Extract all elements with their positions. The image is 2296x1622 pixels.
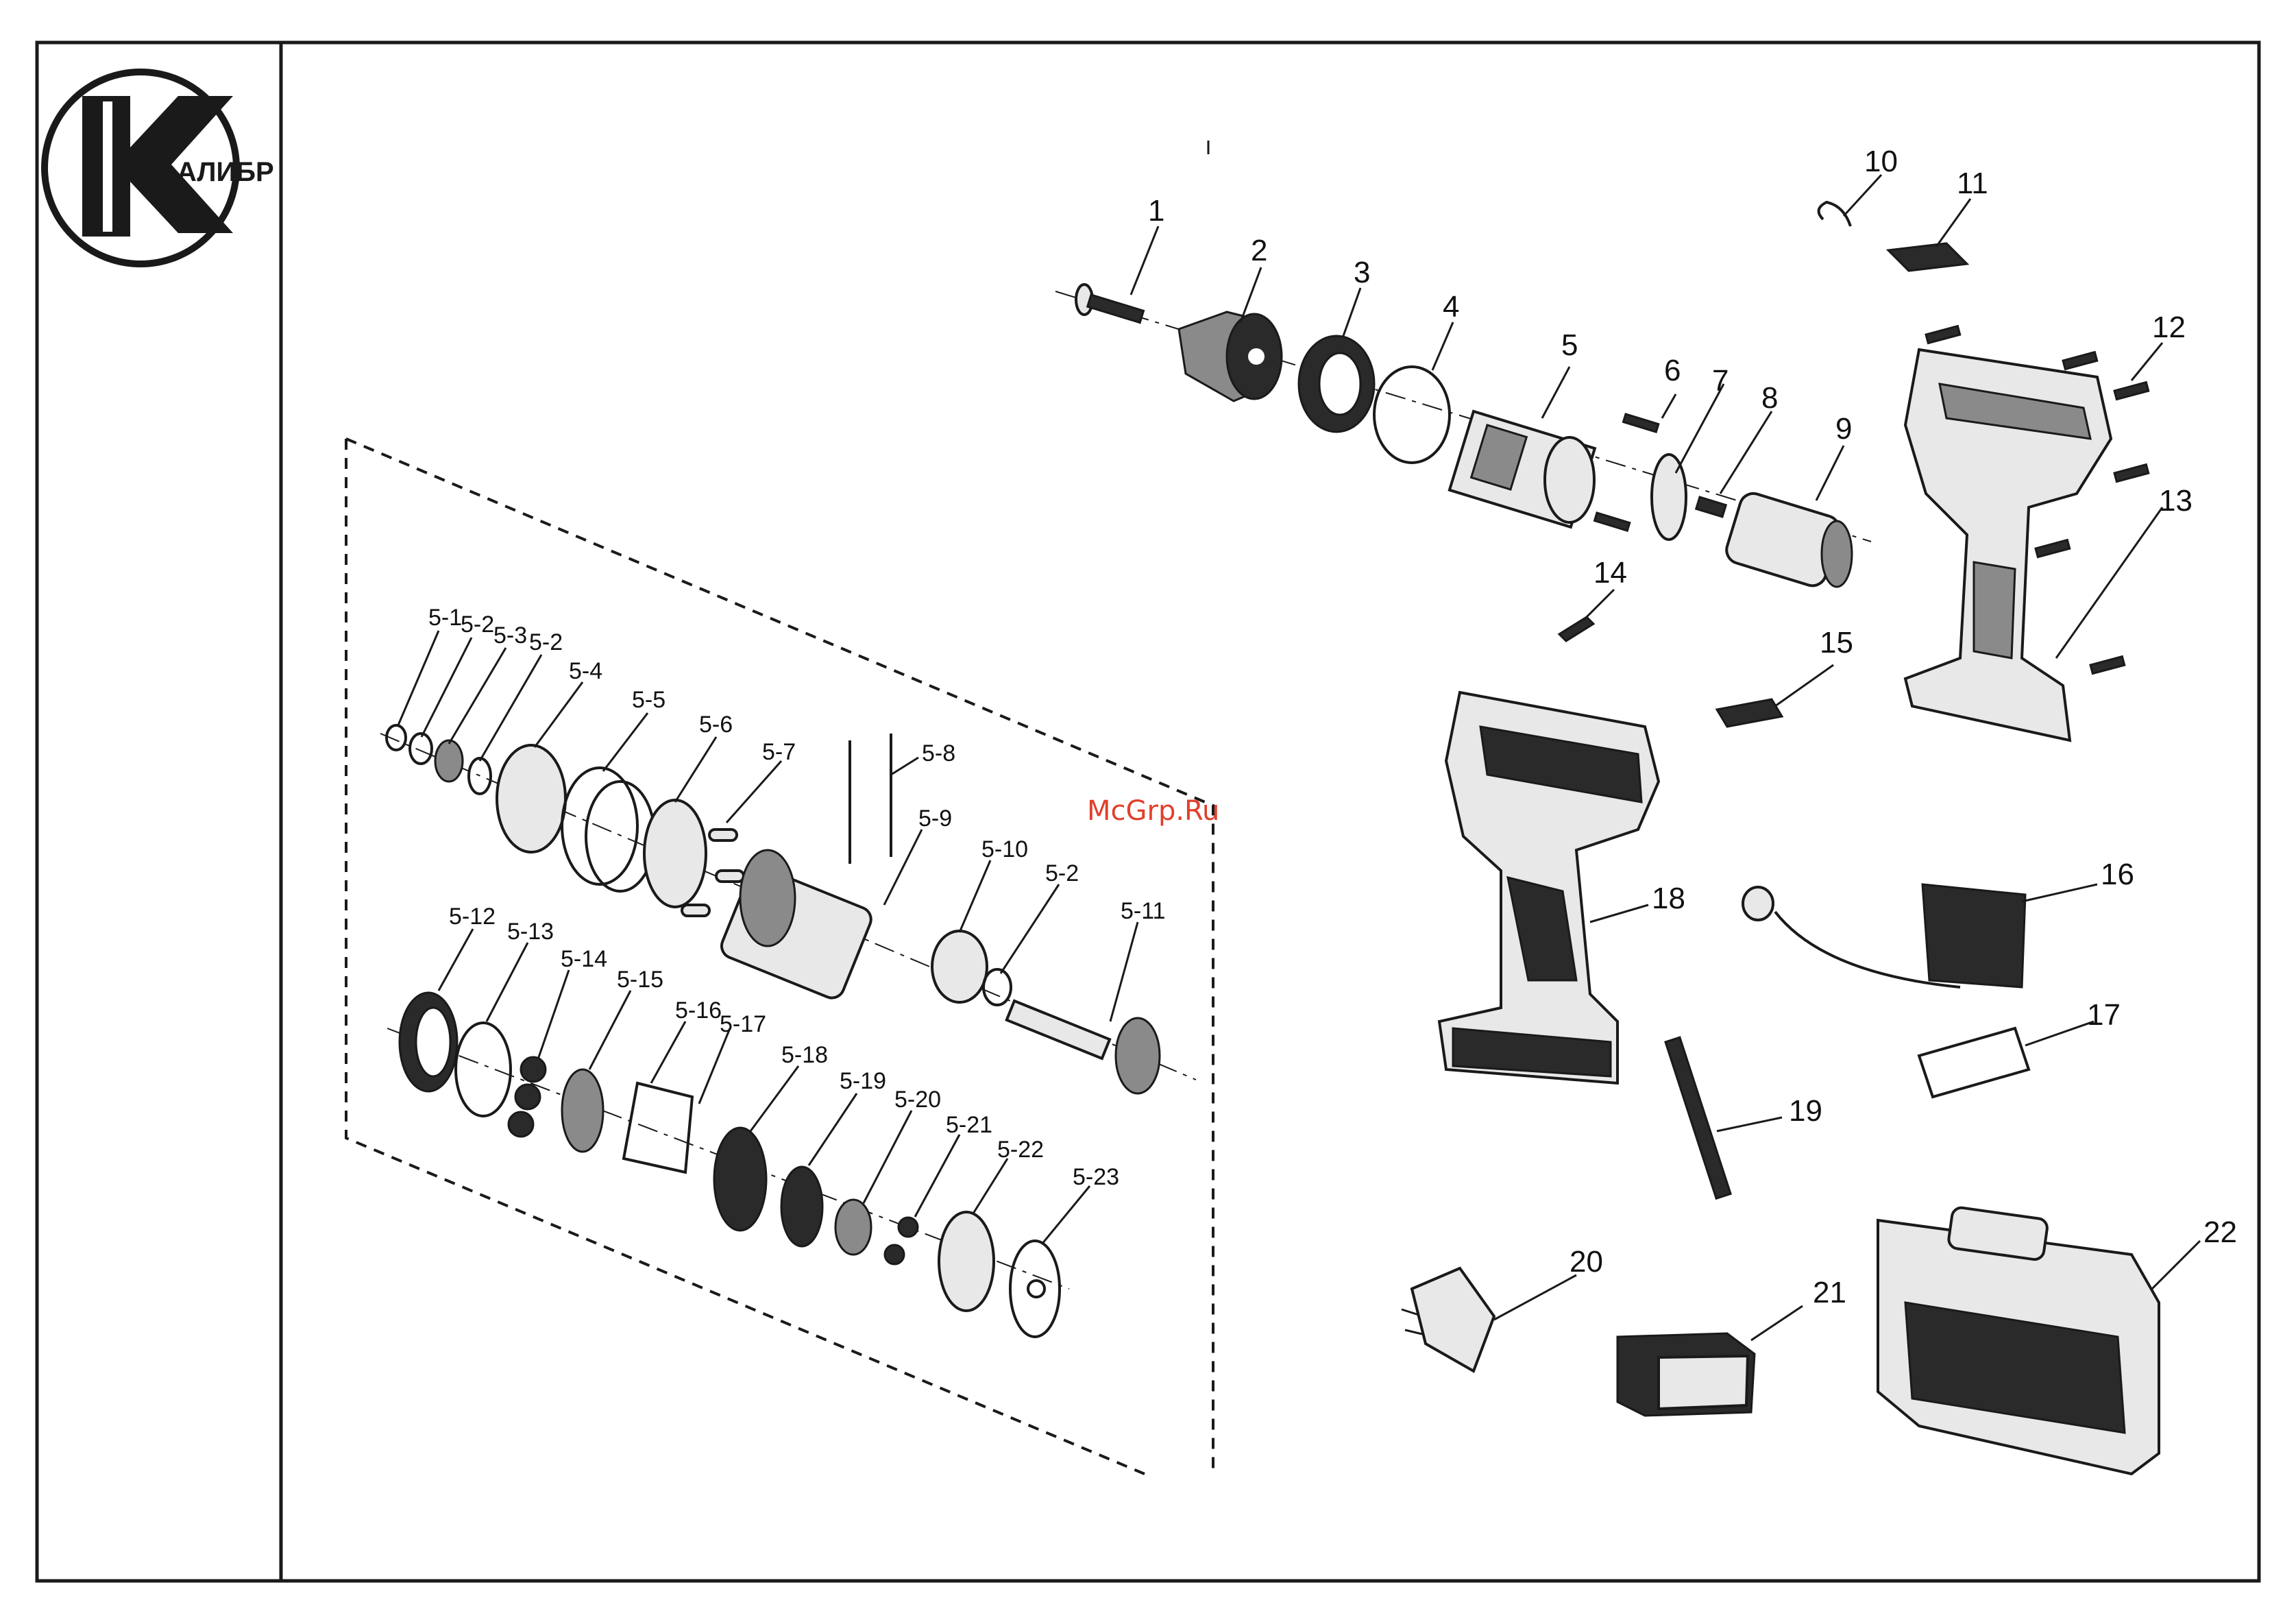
label-18: 18: [1652, 882, 1685, 915]
label-16: 16: [2101, 858, 2134, 891]
label-21: 21: [1813, 1276, 1846, 1309]
part-13-housing-half: [1905, 350, 2111, 740]
part-3-ring: [1299, 336, 1374, 432]
label-19: 19: [1789, 1094, 1822, 1128]
part-22-case: [1878, 1207, 2159, 1474]
label-5-3: 5-3: [493, 622, 527, 649]
label-15: 15: [1820, 626, 1853, 659]
label-5-14: 5-14: [561, 946, 607, 972]
part-21-battery: [1617, 1333, 1755, 1416]
label-3: 3: [1354, 256, 1370, 289]
part-11-slider: [1888, 243, 1967, 271]
label-20: 20: [1570, 1245, 1603, 1279]
label-5-11: 5-11: [1121, 898, 1166, 924]
label-5-16: 5-16: [675, 997, 722, 1024]
label-5-20: 5-20: [894, 1087, 941, 1113]
part-16-switch: [1743, 884, 2025, 987]
label-5-23: 5-23: [1073, 1164, 1119, 1190]
label-5-2a: 5-2: [461, 612, 494, 638]
part-14-clip: [1559, 617, 1593, 641]
label-5-17: 5-17: [720, 1011, 766, 1037]
part-8-pinion: [1696, 497, 1726, 517]
part-9-motor: [1723, 490, 1852, 589]
part-6-screws: [1594, 414, 1658, 531]
label-5-6: 5-6: [699, 712, 733, 738]
label-12: 12: [2152, 311, 2186, 344]
label-5-13: 5-13: [507, 919, 554, 945]
label-5-10: 5-10: [981, 836, 1028, 862]
main-leaders: [1131, 175, 2200, 1340]
part-2-chuck: [1179, 312, 1282, 401]
part-5-gearbox: [1450, 411, 1595, 527]
label-1: 1: [1148, 194, 1164, 228]
label-5-5: 5-5: [632, 687, 665, 713]
label-13: 13: [2159, 484, 2193, 518]
label-11: 11: [1957, 167, 1988, 200]
label-5-21: 5-21: [946, 1112, 992, 1138]
watermark: McGrp.Ru: [1087, 795, 1219, 827]
label-5-19: 5-19: [840, 1068, 886, 1094]
part-7-plate: [1652, 455, 1686, 540]
label-5-22: 5-22: [997, 1137, 1044, 1163]
label-2: 2: [1251, 234, 1267, 267]
label-22: 22: [2203, 1215, 2237, 1249]
label-7: 7: [1712, 364, 1729, 398]
part-18-housing: [1439, 692, 1659, 1083]
label-10: 10: [1864, 145, 1898, 178]
label-5-4: 5-4: [569, 658, 602, 684]
part-19-bit: [1665, 1037, 1731, 1198]
part-20-charger: [1402, 1268, 1494, 1371]
part-4-oring: [1374, 367, 1450, 463]
label-5-18: 5-18: [781, 1042, 828, 1068]
label-5-15: 5-15: [617, 967, 663, 993]
label-5-1: 5-1: [428, 605, 462, 631]
label-4: 4: [1443, 290, 1459, 324]
part-17-bracket: [1919, 1028, 2029, 1097]
label-5: 5: [1561, 328, 1578, 362]
logo-text: АЛИБР: [177, 157, 274, 187]
part-15-cover: [1717, 699, 1782, 727]
label-5-9: 5-9: [918, 806, 952, 832]
label-6: 6: [1664, 354, 1681, 387]
label-5-2b: 5-2: [529, 629, 563, 655]
label-14: 14: [1593, 556, 1627, 590]
subparts-row-2: [400, 993, 1060, 1337]
label-9: 9: [1835, 412, 1852, 446]
label-5-12: 5-12: [449, 904, 496, 930]
label-17: 17: [2087, 998, 2121, 1032]
label-5-2c: 5-2: [1045, 860, 1079, 886]
main-label-group: 1 2 3 4 5 6 7 8 9 10 11 12 13 14 15 16 1…: [1148, 145, 2237, 1309]
label-5-7: 5-7: [762, 739, 796, 765]
label-8: 8: [1761, 381, 1778, 415]
kalibr-logo: АЛИБР: [45, 72, 274, 264]
label-5-8: 5-8: [922, 740, 955, 766]
